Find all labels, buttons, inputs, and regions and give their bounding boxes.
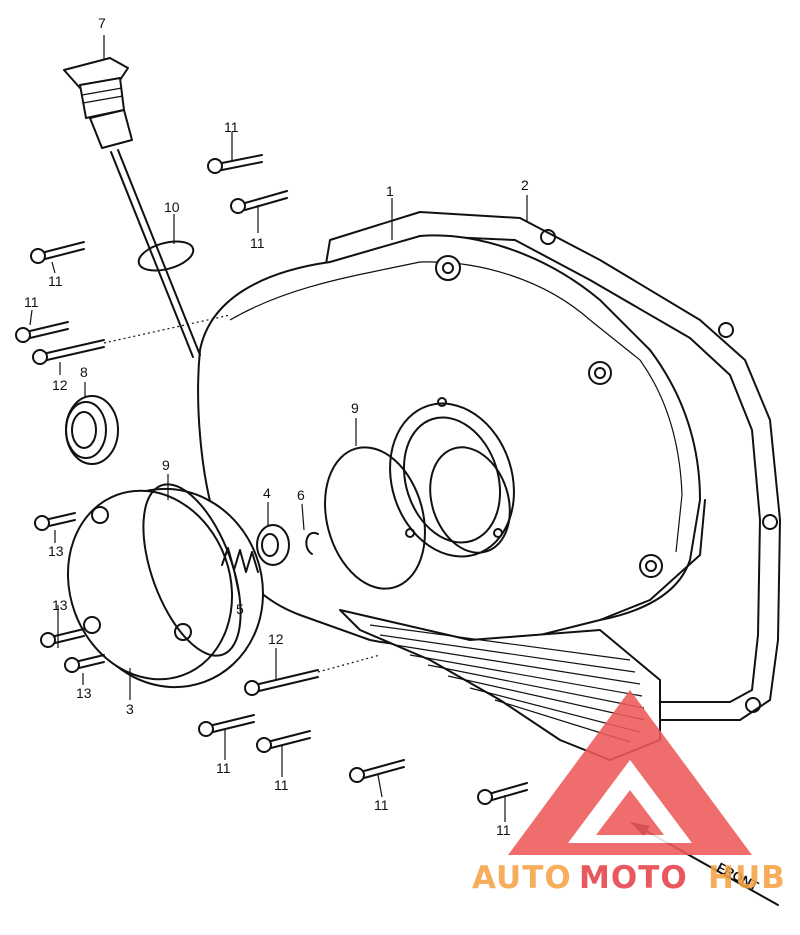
callout-11: 11 — [48, 273, 63, 289]
callout-13: 13 — [52, 597, 68, 613]
callout-11: 11 — [374, 797, 389, 813]
oil-seal-part-8 — [65, 395, 119, 465]
callout-8: 8 — [80, 364, 88, 380]
oil-filler-cap-part-7 — [63, 57, 201, 358]
watermark-hub: HUB — [708, 860, 786, 896]
bolt-11 — [207, 154, 263, 174]
bolts — [15, 154, 528, 805]
callout-11: 11 — [24, 294, 39, 310]
circlip-part-6 — [305, 531, 319, 555]
callout-4: 4 — [263, 485, 271, 501]
collar-part-4 — [256, 524, 290, 566]
callout-1: 1 — [386, 183, 394, 199]
bolt-12 — [244, 669, 319, 696]
bolt-11 — [230, 190, 288, 214]
callout-7: 7 — [98, 15, 106, 31]
callout-11: 11 — [216, 760, 231, 776]
bolt-13 — [64, 654, 105, 673]
callout-11: 11 — [274, 777, 289, 793]
bolt-11 — [349, 759, 405, 783]
bolt-11 — [198, 714, 255, 737]
o-ring-part-10 — [137, 240, 195, 272]
leader-lines — [29, 35, 528, 822]
callout-12: 12 — [52, 377, 68, 393]
watermark-moto: MOTO — [579, 860, 688, 896]
cooling-fins — [369, 624, 646, 743]
callout-5: 5 — [236, 601, 244, 617]
callout-10: 10 — [164, 199, 180, 215]
bolt-12 — [32, 339, 105, 365]
callout-9: 9 — [351, 400, 359, 416]
bolt-11 — [30, 241, 85, 264]
o-ring-part-9 — [324, 446, 426, 590]
watermark-auto: AUTO — [472, 860, 572, 896]
bolt-13 — [34, 512, 76, 531]
callout-11: 11 — [250, 235, 265, 251]
callout-2: 2 — [521, 177, 529, 193]
bolt-11 — [256, 730, 311, 753]
callout-12: 12 — [268, 631, 284, 647]
bolt-11 — [15, 321, 69, 343]
callout-13: 13 — [48, 543, 64, 559]
callout-11: 11 — [224, 119, 239, 135]
callout-labels: 7 1 2 10 11 11 11 11 12 8 9 9 4 6 13 13 … — [24, 15, 529, 838]
spring-part-5 — [221, 547, 259, 573]
crankcase-cover-part-1 — [197, 234, 706, 761]
callout-13: 13 — [76, 685, 92, 701]
clutch-cap-part-3 — [66, 487, 264, 689]
callout-6: 6 — [297, 487, 305, 503]
callout-3: 3 — [126, 701, 134, 717]
automotohub-watermark: AUTO MOTO HUB — [472, 690, 786, 896]
bolt-11 — [477, 782, 528, 805]
callout-9: 9 — [162, 457, 170, 473]
callout-11: 11 — [496, 822, 511, 838]
bolt-13 — [40, 628, 85, 648]
